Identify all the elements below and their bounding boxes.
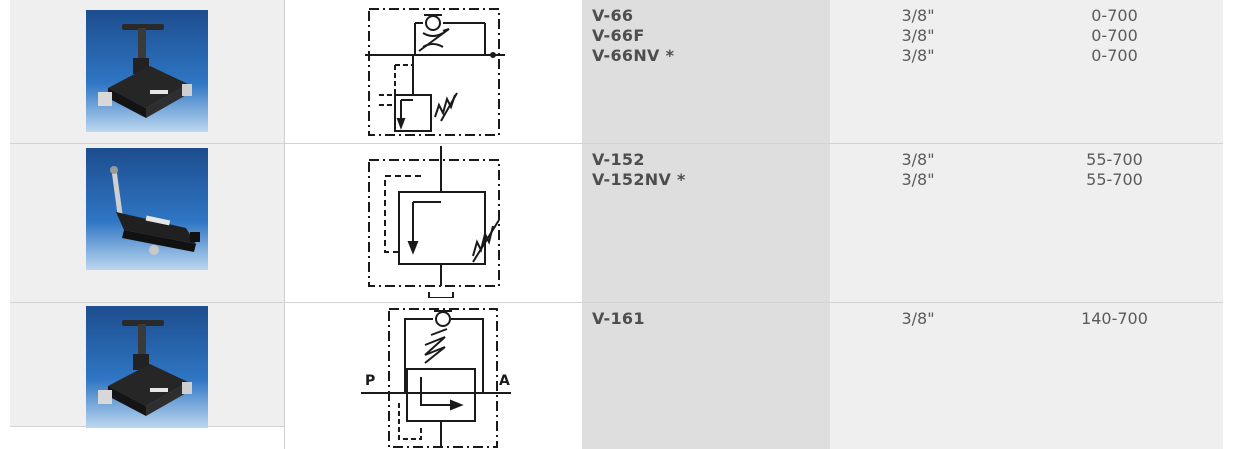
pressure-range: 140-700 (1081, 309, 1148, 328)
model-number: V-66 (592, 6, 634, 25)
pressure-range-cell: 0-700 0-700 0-700 (1006, 0, 1223, 143)
port-size: 3/8" (901, 170, 935, 189)
port-size: 3/8" (901, 6, 935, 25)
pressure-range-cell: 140-700 (1006, 303, 1223, 449)
pressure-range: 55-700 (1086, 150, 1143, 169)
valve-schematic-symbol (365, 5, 505, 139)
model-number: V-66NV * (592, 46, 675, 65)
valve-photo (86, 306, 208, 428)
photo-cell (10, 0, 284, 143)
port-size-cell: 3/8" (830, 303, 1006, 449)
port-size-cell: 3/8" 3/8" 3/8" (830, 0, 1006, 143)
table-row-v66: V-66 V-66F V-66NV * 3/8" 3/8" 3/8" 0-700… (10, 0, 1223, 144)
port-size: 3/8" (901, 46, 935, 65)
port-size: 3/8" (901, 150, 935, 169)
valve-photo (86, 10, 208, 132)
valve-photo (86, 148, 208, 270)
pressure-range: 0-700 (1091, 6, 1138, 25)
model-cell: V-161 (582, 303, 830, 449)
pressure-range: 55-700 (1086, 170, 1143, 189)
port-size: 3/8" (901, 26, 935, 45)
valve-schematic-symbol: P A (361, 307, 511, 449)
schematic-cell: P A (284, 303, 582, 449)
table-row-v152: V-152 V-152NV * 3/8" 3/8" 55-700 55-700 (10, 144, 1223, 303)
pressure-range: 0-700 (1091, 26, 1138, 45)
port-size: 3/8" (901, 309, 935, 328)
port-label-a: A (499, 373, 510, 389)
schematic-cell (284, 0, 582, 143)
pressure-range: 0-700 (1091, 46, 1138, 65)
pressure-range-cell: 55-700 55-700 (1006, 144, 1223, 302)
model-number: V-161 (592, 309, 645, 328)
photo-cell (10, 144, 284, 302)
model-number: V-152NV * (592, 170, 686, 189)
photo-cell (10, 303, 284, 428)
model-number: V-66F (592, 26, 645, 45)
model-cell: V-152 V-152NV * (582, 144, 830, 302)
port-label-p: P (365, 373, 376, 389)
valve-schematic-symbol (365, 146, 505, 298)
model-cell: V-66 V-66F V-66NV * (582, 0, 830, 143)
port-size-cell: 3/8" 3/8" (830, 144, 1006, 302)
table-row-v161: P A V-161 3/8" 140-700 (10, 303, 1223, 449)
model-number: V-152 (592, 150, 645, 169)
schematic-cell (284, 144, 582, 302)
